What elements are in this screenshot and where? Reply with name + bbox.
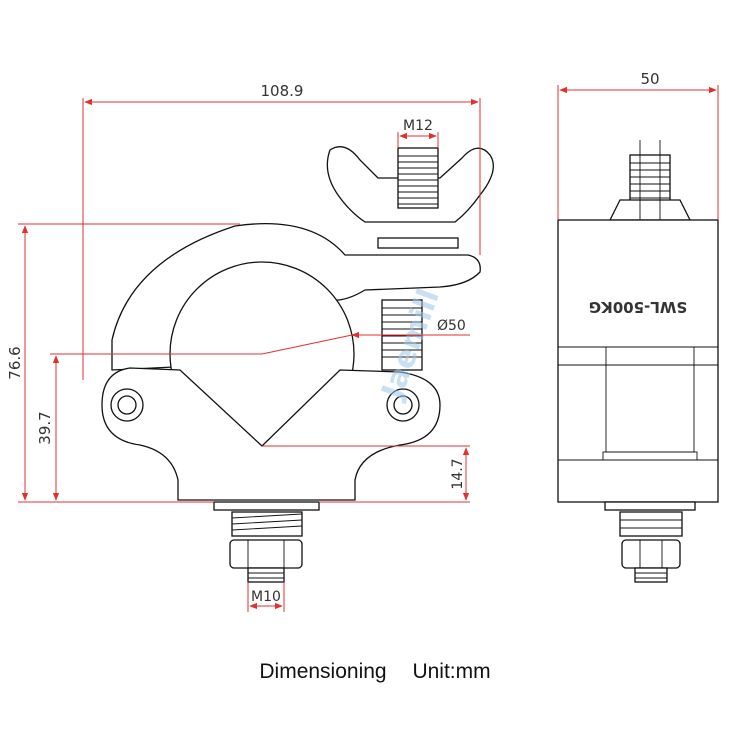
side-base-plate: [604, 501, 696, 511]
dim-tube-diameter: Ø50: [261, 318, 470, 355]
bottom-bolt: [247, 567, 285, 583]
right-pivot-inner: [393, 395, 413, 415]
dim-bottom-thread-label: M10: [251, 589, 281, 605]
base-plate: [213, 501, 320, 511]
dim-tube-diameter-label: Ø50: [437, 318, 466, 334]
dim-side-width: 50: [557, 70, 719, 220]
dim-base-height-label: 14.7: [450, 458, 466, 489]
side-nut: [621, 539, 681, 569]
dim-base-height: 14.7: [262, 445, 470, 503]
top-bolt: [397, 147, 439, 209]
caption-title: Dimensioning: [259, 660, 387, 683]
dim-top-thread: M12: [397, 118, 439, 148]
side-wing-nut: [608, 199, 692, 221]
clamp-lower-jaw: [101, 367, 441, 501]
dim-overall-height: 76.6: [6, 223, 240, 503]
bottom-nut: [229, 539, 303, 569]
dim-pivot-height-label: 39.7: [36, 411, 54, 444]
dim-side-width-label: 50: [640, 70, 659, 88]
dim-overall-width-label: 108.9: [261, 82, 304, 100]
side-bottom-bolt: [634, 567, 668, 583]
caption-unit: Unit:mm: [412, 660, 491, 683]
dim-pivot-height: 39.7: [36, 353, 262, 501]
side-body: [557, 219, 719, 503]
dim-bottom-thread: M10: [247, 582, 285, 612]
side-spring: [619, 511, 683, 537]
dim-overall-height-label: 76.6: [6, 346, 24, 379]
side-load-label: SWL-500KG: [589, 298, 687, 316]
spring-coils: [231, 513, 303, 531]
left-pivot-inner: [117, 395, 137, 415]
dim-top-thread-label: M12: [403, 118, 433, 134]
main-bolt-threads: [382, 307, 422, 358]
side-view: SWL-500KG: [557, 140, 719, 583]
front-view: [101, 146, 494, 583]
caption: Dimensioning Unit:mm: [0, 660, 750, 684]
top-bolt-threads: [398, 155, 438, 205]
top-washer: [377, 237, 459, 249]
dim-overall-width: 108.9: [82, 82, 481, 380]
